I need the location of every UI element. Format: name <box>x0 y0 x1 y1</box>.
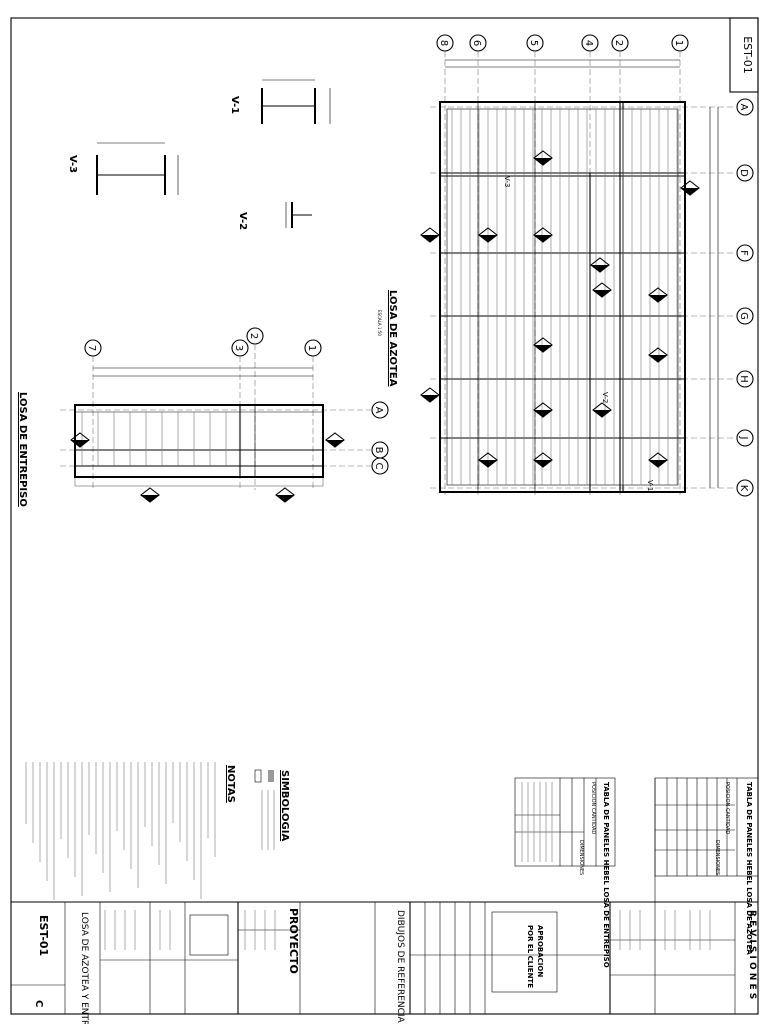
roof-col-label: 4 <box>583 40 594 46</box>
section-marker-fill <box>421 395 439 402</box>
mezz-table-col: CANTIDAD <box>590 808 596 834</box>
mezzanine-slab-plan: 7 3 2 1 A B C LOSA DE ENTREPISO <box>17 327 389 507</box>
roof-col-label: 2 <box>613 40 624 46</box>
section-marker-fill <box>649 460 667 467</box>
mezz-row-label: A <box>373 407 384 414</box>
sheet-code-top: EST-01 <box>741 36 754 74</box>
roof-column-grid: 8 6 5 4 2 1 <box>436 34 689 495</box>
drawing-title: LOSA DE AZOTEA Y ENTREPISO <box>79 912 89 1024</box>
notas-title: NOTAS <box>225 765 236 803</box>
section-marker-fill <box>534 235 552 242</box>
roof-beam-label: V-3 <box>503 176 511 187</box>
roof-row-label: G <box>738 312 749 320</box>
roof-panel-hatching <box>451 109 678 485</box>
mezz-plan-title: LOSA DE ENTREPISO <box>17 392 28 507</box>
section-marker-fill <box>276 495 294 502</box>
roof-col-label: 6 <box>471 40 482 46</box>
beam-v2-label: V-2 <box>237 212 248 230</box>
mezz-section-markers <box>70 432 345 503</box>
approval-title: APROBACION <box>536 925 544 977</box>
roof-table-col: CANTIDAD <box>724 808 730 834</box>
section-marker-fill <box>479 460 497 467</box>
approval-subtitle: POR EL CLIENTE <box>526 925 534 988</box>
sheet-code-box-top: EST-01 <box>729 17 759 93</box>
section-marker-fill <box>591 265 609 272</box>
beam-section-v1: V-1 <box>229 79 331 124</box>
mezz-table-col: POSICION <box>590 782 596 807</box>
roof-beams <box>440 102 685 492</box>
roof-plan-title: LOSA DE AZOTEA <box>387 290 398 387</box>
section-marker-fill <box>649 295 667 302</box>
roof-col-label: 1 <box>673 40 684 46</box>
section-marker-fill <box>479 235 497 242</box>
roof-col-label: 5 <box>528 40 539 46</box>
section-marker-fill <box>534 460 552 467</box>
panel-table-mezzanine: TABLA DE PANELES HEBEL LOSA DE ENTREPISO… <box>514 777 616 968</box>
sheet-code-bottom: EST-01 <box>37 915 50 956</box>
roof-slab-outline <box>439 101 686 493</box>
roof-col-label: 8 <box>438 40 449 46</box>
roof-row-label: D <box>738 169 749 177</box>
section-marker-fill <box>593 290 611 297</box>
panel-table-roof: TABLA DE PANELES HEBEL LOSA DE AZOTEA PO… <box>654 777 759 955</box>
revision-letter: C <box>33 1000 44 1007</box>
section-marker-fill <box>141 495 159 502</box>
beam-sections: V-1 V-3 V-2 <box>67 79 331 230</box>
section-marker-fill <box>71 440 89 447</box>
beam-v3-label: V-3 <box>67 155 78 173</box>
section-marker-fill <box>534 345 552 352</box>
notes-area: SIMBOLOGIA NOTAS <box>25 762 290 900</box>
title-block: APROBACION POR EL CLIENTE R E V I S I O … <box>11 778 758 1024</box>
roof-row-grid: A D F G H J K <box>430 98 754 497</box>
mezz-col-label: 2 <box>248 333 259 339</box>
roof-row-label: K <box>738 485 749 492</box>
roof-slab-plan: 8 6 5 4 2 1 A D F G H J K <box>377 34 754 497</box>
section-marker-fill <box>593 410 611 417</box>
roof-row-label: J <box>738 436 749 440</box>
roof-row-label: H <box>738 375 749 383</box>
beam-section-v3: V-3 <box>67 142 179 195</box>
beam-section-v2: V-2 <box>237 202 312 230</box>
sheet-border <box>10 17 759 1015</box>
section-marker-fill <box>534 410 552 417</box>
mezz-row-label: B <box>373 447 384 454</box>
roof-table-col: POSICION <box>724 782 730 807</box>
mezz-col-label: 3 <box>233 345 244 351</box>
symbol-legend-lines <box>261 790 275 850</box>
roof-row-label: A <box>738 104 749 111</box>
roof-section-markers <box>420 150 700 468</box>
roof-plan-scale: ESCALA 1:50 <box>377 310 382 336</box>
section-marker-fill <box>649 355 667 362</box>
roof-beam-label: V-1 <box>646 480 654 491</box>
beam-v1-label: V-1 <box>229 96 240 114</box>
simbologia-title: SIMBOLOGIA <box>279 770 290 841</box>
roof-row-label: F <box>738 250 749 256</box>
mezz-row-grid: A B C <box>60 401 389 475</box>
reference-drawings: DIBUJOS DE REFERENCIA <box>395 910 405 1024</box>
section-marker-fill <box>534 158 552 165</box>
roof-beam-label: V-2 <box>601 392 609 403</box>
section-marker-fill <box>326 440 344 447</box>
section-marker-fill <box>681 188 699 195</box>
revisions-title: R E V I S I O N E S <box>747 910 757 999</box>
mezz-col-label: 1 <box>306 345 317 351</box>
roof-table-title: TABLA DE PANELES HEBEL LOSA DE AZOTEA <box>745 782 753 955</box>
mezz-table-title: TABLA DE PANELES HEBEL LOSA DE ENTREPISO <box>602 782 610 968</box>
approval-stamp <box>491 911 558 993</box>
mezz-table-col: DIMENSIONES <box>578 840 584 875</box>
notes-text-lines <box>25 762 216 900</box>
mezz-row-label: C <box>373 463 384 470</box>
section-marker-fill <box>421 235 439 242</box>
client-logo-box <box>189 914 229 956</box>
mezz-col-label: 7 <box>86 345 97 351</box>
symbol-legend-swatches <box>254 769 274 783</box>
roof-table-col: DIMENSIONES <box>714 840 720 875</box>
project-label: PROYECTO <box>287 908 300 974</box>
mezz-panel-hatching <box>81 412 227 466</box>
